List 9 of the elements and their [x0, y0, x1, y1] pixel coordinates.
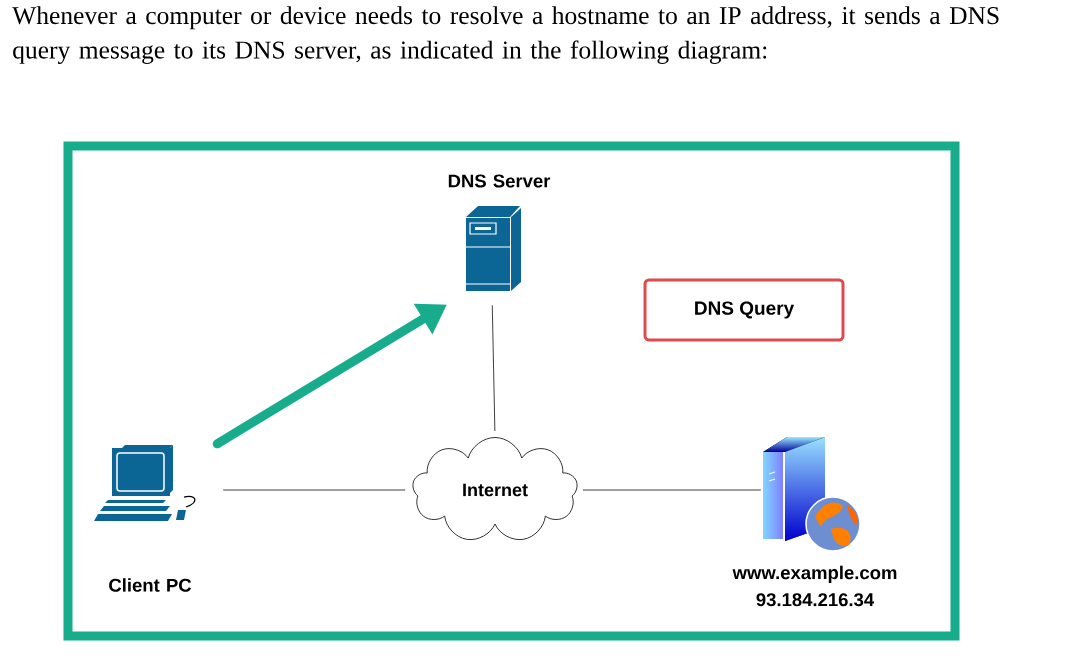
node-label: www.example.com 93.184.216.34 [732, 565, 897, 607]
connector-line [222, 489, 406, 491]
intro-text: Whenever a computer or device needs to resolve a hostname to an IP address, it sends a DNS query message to its DNS server, as indicated in the following diagram: [12, 6, 999, 64]
label-box: DNS Query [643, 278, 845, 342]
node-label: Client PC [109, 578, 192, 592]
node-label: DNS Server [448, 174, 551, 188]
connector-line [582, 489, 762, 491]
cloud: Internet [412, 437, 578, 540]
connector-line [491, 304, 496, 432]
